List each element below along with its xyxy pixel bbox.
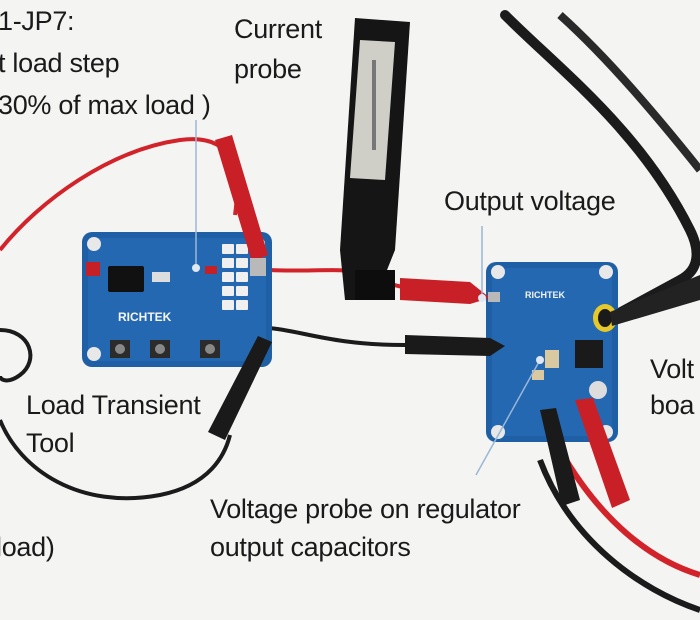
jumper-leader-dot	[192, 264, 200, 272]
red-clip-probe	[400, 278, 500, 304]
black-clip-left	[208, 336, 272, 440]
black-output-cable	[537, 458, 700, 613]
jumper-label-line2: t load step	[0, 48, 120, 78]
voltage-probe-tip	[593, 275, 700, 332]
voltage-board-label-line1: Volt	[650, 354, 694, 384]
jumper-label-line3: 30% of max load )	[0, 90, 211, 120]
voltage-board-label-line2: boa	[650, 390, 695, 420]
current-probe	[340, 18, 410, 300]
regulator-richtek-logo: RICHTEK	[525, 290, 565, 300]
black-loop-wire	[0, 328, 33, 383]
voltage-probe-label-line2: output capacitors	[210, 532, 411, 562]
output-voltage-leader-dot	[478, 294, 486, 302]
current-probe-label-line2: probe	[234, 54, 302, 84]
probe-cable-secondary	[557, 12, 700, 173]
black-clip-middle	[405, 335, 505, 356]
load-transient-tool-label-line1: Load Transient	[26, 390, 201, 420]
black-ground-wire-left	[0, 419, 232, 501]
voltage-probe-label-line1: Voltage probe on regulator	[210, 494, 521, 524]
output-voltage-label: Output voltage	[444, 186, 616, 216]
red-clip-top	[215, 135, 268, 276]
load-transient-board: RICHTEK	[82, 232, 272, 367]
jumper-label-line1: 1-JP7:	[0, 6, 75, 36]
load-fragment-label: load)	[0, 532, 55, 562]
voltage-probe-leader-dot	[536, 356, 544, 364]
current-probe-label-line1: Current	[234, 14, 322, 44]
richtek-logo: RICHTEK	[118, 310, 172, 324]
voltage-probe-cable	[500, 10, 700, 323]
red-output-cable	[557, 448, 700, 578]
black-link-wire	[267, 326, 406, 347]
voltage-probe-leader-line	[475, 359, 541, 476]
bottom-clips	[540, 398, 630, 508]
load-transient-tool-label-line2: Tool	[26, 428, 75, 458]
